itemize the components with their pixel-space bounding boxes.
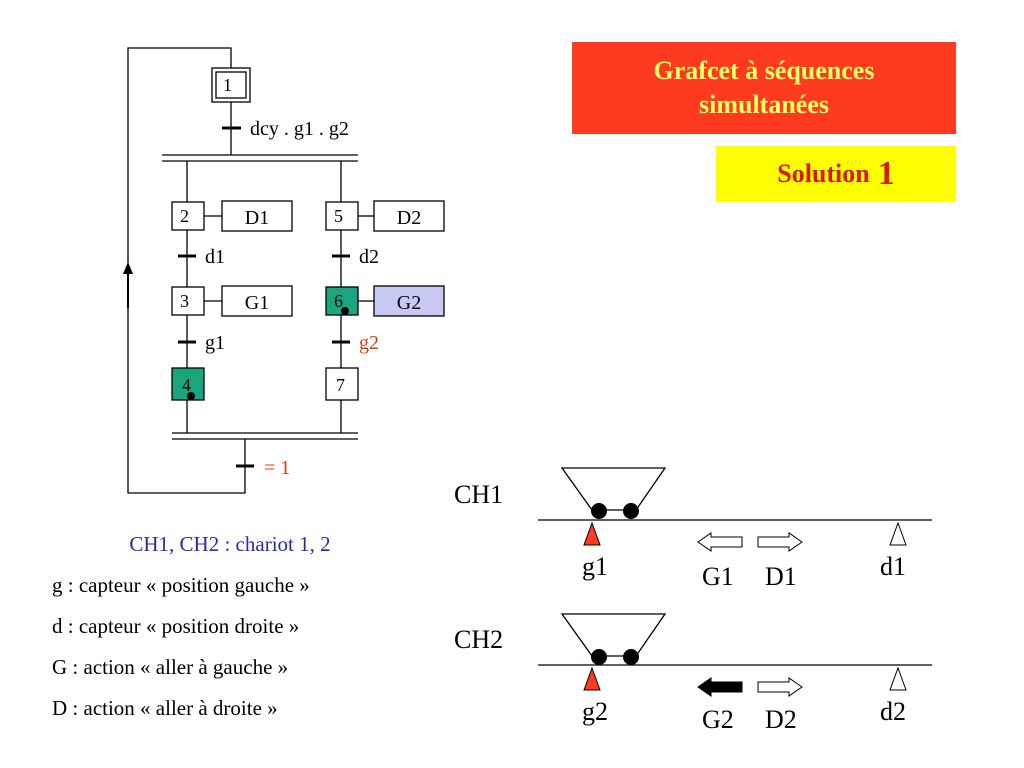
legend-g: g : capteur « position gauche » <box>52 573 310 597</box>
token-step-6 <box>341 307 349 315</box>
step-1-inner <box>215 71 247 99</box>
step-3-label: 3 <box>180 291 189 311</box>
cart-1-name: CH1 <box>454 480 503 509</box>
step-6-label: 6 <box>334 291 343 311</box>
step-1-label: 1 <box>223 75 232 95</box>
legend-d: d : capteur « position droite » <box>52 614 300 638</box>
sensor-g2-icon <box>583 666 601 691</box>
action-g2-label: G2 <box>397 292 421 314</box>
carts-schematic: CH1 g1 G1 D1 d1 CH2 g2 G2 D2 d2 <box>454 467 932 734</box>
sensor-d1-label: d1 <box>880 552 906 581</box>
step-7-label: 7 <box>336 375 345 395</box>
action-g2-box <box>373 285 445 317</box>
cart-2-name: CH2 <box>454 625 503 654</box>
step-7-box <box>325 367 359 401</box>
up-arrow-icon <box>123 262 133 274</box>
sensor-g2-label: g2 <box>582 697 608 726</box>
action-d1-label: D1 <box>245 207 269 229</box>
solution-label: Solution <box>777 159 870 188</box>
action-d2-box <box>373 200 445 232</box>
arrow-d2-icon <box>757 677 803 697</box>
action-d1-box <box>221 200 293 232</box>
transition-g1-label: g1 <box>205 332 225 354</box>
transition-d1-label: d1 <box>205 246 225 268</box>
arrow-g2-icon <box>697 677 743 697</box>
cart-1-wheel-right <box>623 503 639 519</box>
legend-D: D : action « aller à droite » <box>52 696 278 720</box>
action-d2-label: D2 <box>397 207 421 229</box>
legend-G: G : action « aller à gauche » <box>52 655 289 679</box>
transition-final-label: = 1 <box>264 457 290 479</box>
step-5-label: 5 <box>334 206 343 226</box>
title-banner: Grafcet à séquences simultanées <box>572 42 956 134</box>
sensor-d1-icon <box>889 521 907 546</box>
action-g1-label: G1 <box>245 292 269 314</box>
action-g2-text: G2 <box>702 705 734 734</box>
action-g1-text: G1 <box>702 562 734 591</box>
token-step-4 <box>187 392 195 400</box>
title-line-2: simultanées <box>699 90 829 119</box>
arrow-d1-icon <box>757 532 803 552</box>
solution-number: 1 <box>877 155 895 192</box>
sensor-d2-icon <box>889 666 907 691</box>
legend-carts: CH1, CH2 : chariot 1, 2 <box>129 532 331 556</box>
cart-2-wheel-right <box>623 649 639 665</box>
step-4-label: 4 <box>182 375 191 395</box>
cart-1-body <box>560 467 667 511</box>
title-line-1: Grafcet à séquences <box>653 56 875 85</box>
cart-2-wheel-left <box>591 649 607 665</box>
transition-dcy-label: dcy . g1 . g2 <box>250 118 349 140</box>
cart-2-body <box>560 613 667 657</box>
sensor-g1-label: g1 <box>582 552 608 581</box>
solution-banner: Solution 1 <box>716 146 956 202</box>
cart-1-wheel-left <box>591 503 607 519</box>
arrow-g1-icon <box>697 532 743 552</box>
sensor-d2-label: d2 <box>880 697 906 726</box>
transition-d2-label: d2 <box>359 246 379 268</box>
action-d2-text: D2 <box>765 705 797 734</box>
action-g1-box <box>221 285 293 317</box>
step-2-label: 2 <box>180 206 189 226</box>
grafcet-diagram: 1 dcy . g1 . g2 2 D1 d1 3 G1 g1 4 5 D2 d… <box>123 47 445 494</box>
sensor-g1-icon <box>583 521 601 546</box>
transition-g2-label: g2 <box>359 332 379 354</box>
action-d1-text: D1 <box>765 562 797 591</box>
